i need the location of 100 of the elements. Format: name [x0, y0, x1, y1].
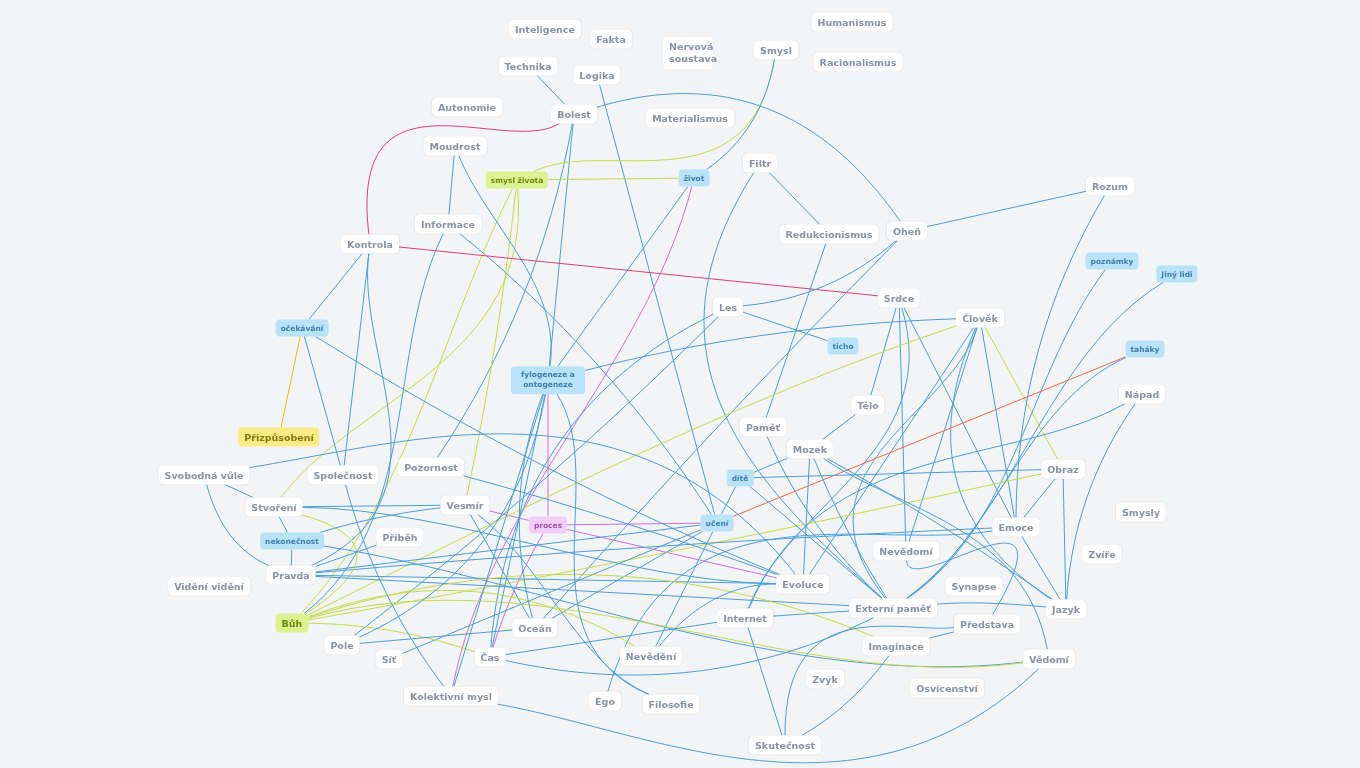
connector-line	[936, 602, 1047, 608]
concept-tag: Bůh	[275, 613, 309, 633]
connector-line	[345, 484, 445, 687]
concept-label: Oheň	[887, 221, 927, 241]
concept-label: Externí paměť	[849, 598, 937, 618]
concept-label: Emoce	[992, 517, 1040, 537]
concept-label: Člověk	[956, 308, 1004, 328]
connector-line	[784, 625, 955, 736]
connector-line	[303, 336, 341, 466]
concept-label: Kontrola	[341, 234, 399, 254]
connector-line	[1023, 478, 1056, 518]
connector-line	[492, 533, 544, 648]
connector-line	[206, 484, 270, 566]
connector-line	[459, 233, 712, 515]
concept-label: Technika	[498, 56, 558, 76]
connector-line	[1015, 195, 1105, 518]
connector-line	[803, 458, 810, 575]
concept-label: Pole	[324, 635, 360, 655]
connector-line	[903, 307, 1012, 518]
concept-label: Logika	[573, 65, 621, 85]
connector-line	[248, 433, 796, 575]
connector-line	[315, 544, 377, 567]
connector-line	[929, 631, 955, 639]
connector-line	[906, 357, 1127, 599]
connector-line	[658, 583, 777, 647]
connector-line	[315, 527, 993, 574]
connector-line	[1066, 403, 1136, 600]
connector-line	[813, 458, 888, 599]
connector-line	[566, 522, 702, 526]
connector-line	[224, 484, 254, 498]
connector-line	[463, 475, 778, 575]
connector-line	[772, 610, 850, 617]
connector-line	[898, 307, 907, 542]
connector-line	[906, 269, 1106, 599]
connector-line	[548, 123, 574, 367]
connector-line	[497, 668, 1040, 764]
concept-label: Osvícenství	[910, 678, 984, 698]
connector-line	[315, 575, 850, 607]
concept-label: Humanismus	[811, 12, 893, 32]
connector-line	[359, 393, 546, 638]
connector-line	[905, 282, 1164, 599]
concept-label: Příběh	[376, 527, 424, 547]
connector-line	[319, 507, 442, 533]
connector-line	[398, 246, 879, 297]
connector-line	[448, 155, 455, 215]
concept-label: Evoluce	[776, 574, 830, 594]
concept-label: Inteligence	[509, 19, 581, 39]
concept-label: Informace	[415, 214, 481, 234]
concept-label: Vědomí	[1023, 649, 1075, 669]
connector-line	[452, 186, 693, 687]
connector-line	[491, 393, 546, 648]
connector-line	[655, 531, 714, 647]
concept-label: Vesmír	[440, 495, 490, 515]
connector-line	[308, 253, 363, 320]
concept-label: Les	[712, 297, 744, 317]
connector-line	[307, 622, 475, 653]
concept-label: Rozum	[1086, 176, 1134, 196]
connector-line	[908, 327, 978, 542]
connector-line	[950, 327, 1053, 600]
connector-line	[752, 469, 1042, 479]
connector-line	[822, 414, 856, 440]
concept-label: Racionalismus	[813, 52, 903, 72]
connector-line	[307, 589, 636, 647]
connector-line	[488, 510, 530, 521]
connector-line	[436, 123, 573, 458]
concept-label: Stvoření	[245, 497, 303, 517]
connector-line	[505, 621, 718, 656]
concept-label: Smysly	[1116, 502, 1166, 522]
connector-line	[303, 233, 444, 614]
connector-line	[584, 318, 957, 371]
connector-line	[536, 75, 566, 105]
concept-label: Nevědění	[619, 646, 683, 666]
concept-label: Internet	[717, 608, 773, 628]
concept-label: Skutečnost	[749, 735, 821, 755]
connector-line	[353, 316, 719, 636]
concept-label: Jazyk	[1046, 599, 1086, 619]
concept-label: Nevědomí	[873, 541, 939, 561]
connector-line	[1021, 536, 1061, 600]
connector-line	[547, 393, 549, 517]
connector-line	[748, 403, 1126, 609]
connector-line	[542, 240, 899, 619]
concept-label: Vidění vidění	[168, 576, 250, 596]
connector-line	[343, 253, 370, 466]
connector-line	[705, 59, 775, 170]
connector-line	[749, 486, 883, 599]
concept-label: Fakta	[590, 29, 632, 49]
concept-label: Mozek	[786, 439, 834, 459]
concept-label: Paměť	[740, 417, 786, 437]
connector-line	[906, 543, 1018, 615]
connector-line	[747, 627, 783, 736]
connector-line	[1062, 478, 1067, 600]
connector-line	[366, 123, 560, 235]
connector-line	[280, 336, 301, 428]
connector-line	[768, 172, 821, 225]
concept-label: Imaginace	[862, 636, 930, 656]
connector-line	[870, 307, 897, 396]
connector-line	[801, 655, 890, 736]
concept-label: Tělo	[851, 395, 885, 415]
concept-label: Smysl	[754, 40, 798, 60]
connector-line	[926, 190, 1087, 228]
